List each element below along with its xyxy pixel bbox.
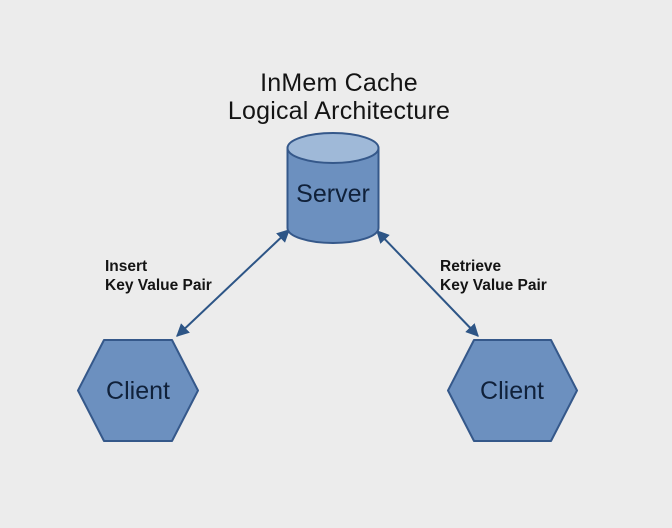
diagram-title-line2: Logical Architecture bbox=[228, 97, 450, 125]
diagram-title-line1: InMem Cache bbox=[260, 69, 418, 97]
server-cylinder-top bbox=[286, 132, 380, 164]
edge-insert: Insert Key Value Pair bbox=[105, 229, 290, 337]
client-left-hexagon bbox=[77, 339, 199, 442]
retrieve-edge-label-line1: Retrieve bbox=[440, 258, 502, 275]
insert-edge-label-line1: Insert bbox=[105, 258, 147, 275]
client-right-label: Client bbox=[480, 377, 544, 405]
retrieve-edge-arrow bbox=[376, 230, 479, 337]
client-right-node: Client bbox=[447, 339, 578, 442]
client-left-node: Client bbox=[77, 339, 199, 442]
client-left-label: Client bbox=[106, 377, 170, 405]
server-node: Server bbox=[286, 132, 380, 244]
server-label: Server bbox=[296, 180, 370, 208]
retrieve-edge-label-line2: Key Value Pair bbox=[440, 277, 547, 294]
insert-edge-label-line2: Key Value Pair bbox=[105, 277, 212, 294]
server-cylinder-body bbox=[286, 147, 380, 244]
insert-edge-arrow bbox=[176, 229, 290, 337]
client-right-hexagon bbox=[447, 339, 578, 442]
edge-retrieve: Retrieve Key Value Pair bbox=[376, 230, 547, 337]
